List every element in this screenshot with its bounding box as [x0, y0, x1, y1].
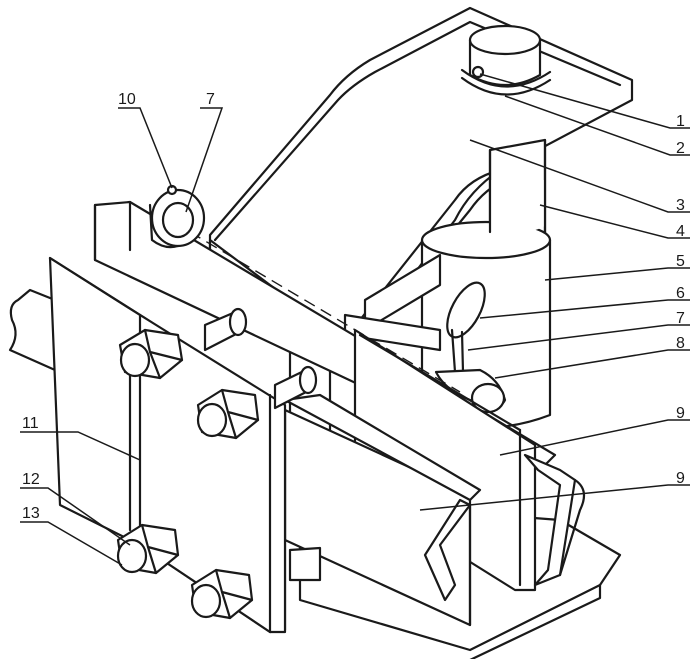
leader-8	[494, 349, 690, 379]
axis-centerline	[189, 231, 461, 393]
label-9-lower: 9	[676, 470, 685, 487]
leader-3	[469, 139, 690, 213]
leader-10	[118, 107, 173, 189]
label-12: 12	[22, 471, 40, 488]
label-7-left: 7	[206, 91, 215, 108]
inner-brace	[343, 253, 442, 352]
label-2: 2	[676, 140, 685, 157]
label-7-right: 7	[676, 310, 685, 327]
retaining-clip-icon	[471, 65, 485, 79]
retaining-washer	[148, 184, 206, 249]
label-8: 8	[676, 335, 685, 352]
leader-4	[539, 204, 690, 239]
label-4: 4	[676, 223, 685, 240]
hex-nut-4	[190, 568, 254, 620]
leader-2	[504, 95, 690, 156]
hex-nut-3	[116, 523, 180, 575]
label-13: 13	[22, 505, 40, 522]
leader-12	[20, 487, 131, 546]
leader-7-right	[467, 324, 690, 351]
label-1: 1	[676, 113, 685, 130]
pin-head	[460, 24, 552, 96]
label-5: 5	[676, 253, 685, 270]
label-6: 6	[676, 285, 685, 302]
studs	[203, 307, 322, 582]
hex-nut-2	[196, 388, 260, 440]
label-3: 3	[676, 197, 685, 214]
leader-1	[479, 73, 690, 129]
hex-nut-1	[118, 328, 184, 380]
leader-13	[20, 521, 123, 566]
leader-9-upper	[499, 419, 690, 456]
callout-labels: 1 2 3 4 5 6 7 8 9 9 10 7 11 12 13	[22, 91, 685, 522]
leader-11	[20, 431, 141, 461]
label-11: 11	[22, 415, 39, 432]
spring-strip	[523, 453, 586, 587]
leader-7-left	[185, 107, 224, 213]
leader-9-lower	[419, 484, 690, 511]
label-9-upper: 9	[676, 405, 685, 422]
label-10: 10	[118, 91, 136, 108]
callout-leaders	[20, 73, 690, 566]
leader-6	[479, 299, 690, 319]
leader-5	[544, 267, 690, 281]
